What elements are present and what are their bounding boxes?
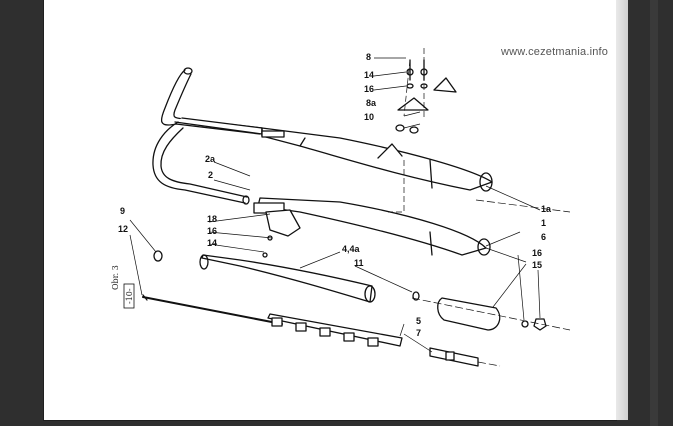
callout-16c: 16 [532,248,542,258]
header-pipe-upper [160,67,263,135]
silencer-body [199,254,376,303]
callout-6: 6 [541,232,546,242]
callout-8: 8 [366,52,371,62]
callout-1: 1 [541,218,546,228]
callout-16b: 16 [207,226,217,236]
callout-15: 15 [532,260,542,270]
callout-8a: 8a [366,98,377,108]
callout-labels: 8 14 16 8a 10 2a 2 1a 1 9 12 18 16 14 4,… [118,52,552,338]
margin-note-line1: Obr. 3 [111,265,120,290]
callout-4-4a: 4,4a [342,244,361,254]
header-pipe-lower [152,121,250,205]
callout-2a: 2a [205,154,216,164]
page-edge-shadow [616,0,628,420]
callout-16: 16 [364,84,374,94]
top-bracket-assembly [395,59,457,134]
callout-7: 7 [416,328,421,338]
margin-note: Obr. 3 -10- [111,265,135,309]
callout-9: 9 [120,206,125,216]
watermark-text: www.cezetmania.info [501,46,609,58]
tailpipe-insert [429,347,479,367]
callout-10: 10 [364,112,374,122]
margin-note-line2: -10- [125,288,134,304]
callout-14: 14 [364,70,374,80]
rear-bracket [265,209,301,237]
callout-18: 18 [207,214,217,224]
muffler-upper [261,127,493,192]
callout-5: 5 [416,316,421,326]
scrollbar-track[interactable] [650,0,658,426]
leader-lines [129,48,571,367]
callout-1a: 1a [541,204,552,214]
callout-2: 2 [208,170,213,180]
muffler-bracket-upper [377,143,403,159]
end-cap [437,297,501,331]
through-rod [142,294,283,325]
callout-11: 11 [354,258,364,268]
callout-14b: 14 [207,238,217,248]
callout-12: 12 [118,224,128,234]
perforated-insert [267,313,403,347]
